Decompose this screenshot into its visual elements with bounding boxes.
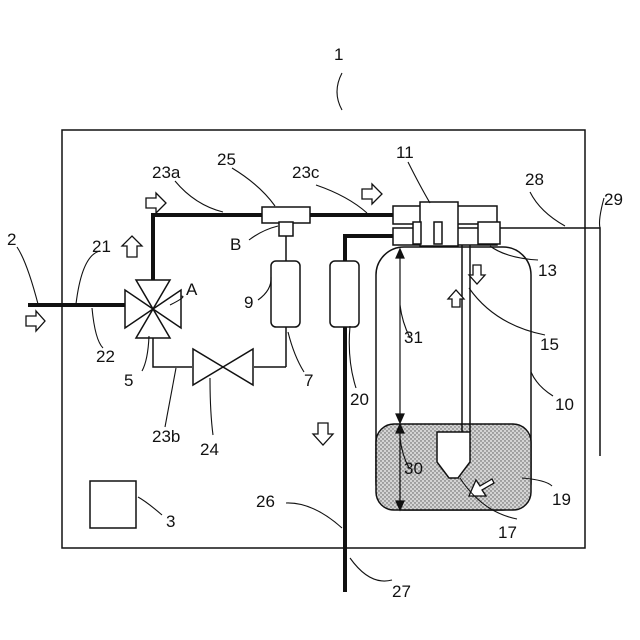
- label-b: B: [230, 235, 241, 254]
- label-24: 24: [200, 440, 219, 459]
- filter-20: [330, 261, 359, 327]
- label-5: 5: [124, 371, 133, 390]
- label-28: 28: [525, 170, 544, 189]
- label-9: 9: [244, 293, 253, 312]
- label-11: 11: [396, 143, 414, 162]
- label-2: 2: [7, 230, 16, 249]
- label-3: 3: [166, 512, 175, 531]
- label-26: 26: [256, 492, 275, 511]
- controller-box: [90, 481, 136, 528]
- pipe-23a: [153, 215, 263, 282]
- container-head: [393, 202, 500, 246]
- label-25: 25: [217, 150, 236, 169]
- label-10: 10: [555, 395, 574, 414]
- label-23a: 23a: [152, 163, 181, 182]
- three-way-valve: [125, 280, 181, 338]
- arrow-down-26: [313, 423, 333, 445]
- arrow-inlet: [26, 311, 45, 331]
- label-13: 13: [538, 261, 557, 280]
- label-30: 30: [404, 459, 423, 478]
- label-15: 15: [540, 335, 559, 354]
- label-21: 21: [92, 237, 111, 256]
- arrow-23c: [362, 184, 382, 204]
- label-1: 1: [334, 45, 343, 64]
- shutoff-valve: [193, 349, 253, 385]
- label-27: 27: [392, 582, 411, 601]
- label-20: 20: [350, 390, 369, 409]
- label-31: 31: [404, 328, 423, 347]
- label-7: 7: [304, 371, 313, 390]
- arrow-up-left: [122, 236, 142, 257]
- label-19: 19: [552, 490, 571, 509]
- label-17: 17: [498, 523, 517, 542]
- label-23c: 23c: [292, 163, 320, 182]
- filter-9: [271, 261, 300, 327]
- label-22: 22: [96, 347, 115, 366]
- tee-fitting: [262, 207, 310, 236]
- label-29: 29: [604, 190, 623, 209]
- label-23b: 23b: [152, 427, 180, 446]
- arrow-23a: [146, 193, 166, 213]
- label-a: A: [186, 280, 198, 299]
- pipe-23b: [153, 336, 192, 367]
